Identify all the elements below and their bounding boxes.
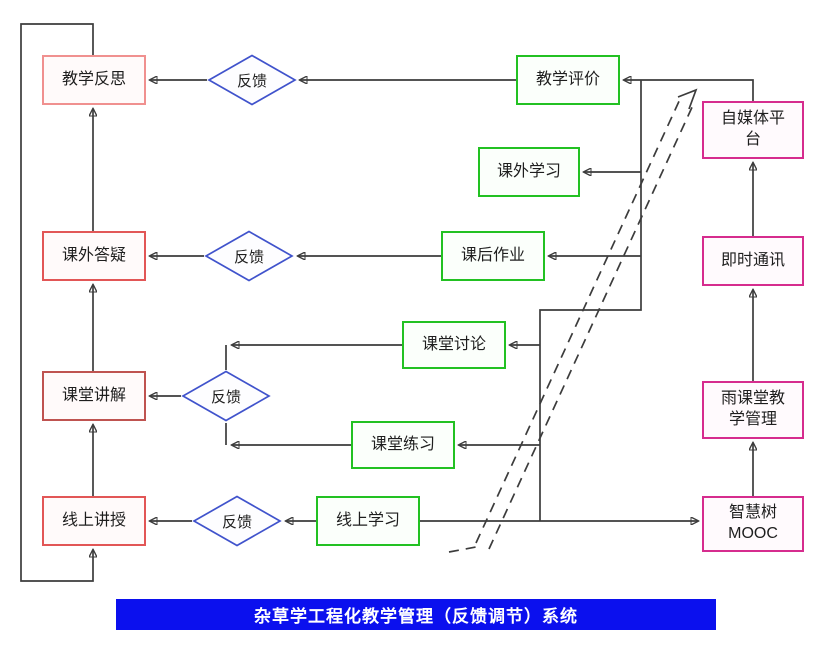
node-label: 即时通讯 <box>720 251 785 269</box>
diamond-shape <box>192 495 282 547</box>
node-instant-messaging: 即时通讯 <box>702 236 804 286</box>
node-label: 自媒体平 台 <box>720 110 785 148</box>
node-class-exercise: 课堂练习 <box>351 421 455 469</box>
diamond-shape <box>181 370 271 422</box>
node-label: 智慧树 MOOC <box>728 504 778 542</box>
node-label: 反馈 <box>236 72 267 90</box>
diamond-shape <box>204 230 294 282</box>
decision-feedback-3: 反馈 <box>181 370 271 422</box>
node-label: 雨课堂教 学管理 <box>720 390 785 428</box>
node-class-discussion: 课堂讨论 <box>402 321 506 369</box>
dashed-feedback-arrow <box>448 88 698 553</box>
node-online-study: 线上学习 <box>316 496 420 546</box>
node-label: 课后作业 <box>460 246 525 264</box>
node-classroom-lecture: 课堂讲解 <box>42 371 146 421</box>
node-label: 课堂讨论 <box>421 335 486 353</box>
node-label: 课外答疑 <box>61 246 126 264</box>
node-teaching-evaluation: 教学评价 <box>516 55 620 105</box>
node-label: 教学评价 <box>535 70 600 88</box>
diamond-shape <box>207 54 297 106</box>
node-online-teaching: 线上讲授 <box>42 496 146 546</box>
node-label: 线上学习 <box>335 511 400 529</box>
node-label: 课堂练习 <box>370 435 435 453</box>
node-after-class-qa: 课外答疑 <box>42 231 146 281</box>
node-zhihuishu-mooc: 智慧树 MOOC <box>702 496 804 552</box>
solid-arrows <box>20 23 753 582</box>
node-teaching-reflection: 教学反思 <box>42 55 146 105</box>
node-label: 课堂讲解 <box>61 386 126 404</box>
node-label: 教学反思 <box>61 70 126 88</box>
node-label: 反馈 <box>233 248 264 266</box>
node-label: 课外学习 <box>496 162 561 180</box>
node-label: 反馈 <box>210 388 241 406</box>
node-homework: 课后作业 <box>441 231 545 281</box>
node-rain-classroom-management: 雨课堂教 学管理 <box>702 381 804 439</box>
diagram-title: 杂草学工程化教学管理（反馈调节）系统 <box>116 599 716 630</box>
node-label: 反馈 <box>221 513 252 531</box>
decision-feedback-4: 反馈 <box>192 495 282 547</box>
decision-feedback-2: 反馈 <box>204 230 294 282</box>
node-extracurricular-study: 课外学习 <box>478 147 580 197</box>
node-self-media-platform: 自媒体平 台 <box>702 101 804 159</box>
decision-feedback-1: 反馈 <box>207 54 297 106</box>
node-label: 线上讲授 <box>61 511 126 529</box>
